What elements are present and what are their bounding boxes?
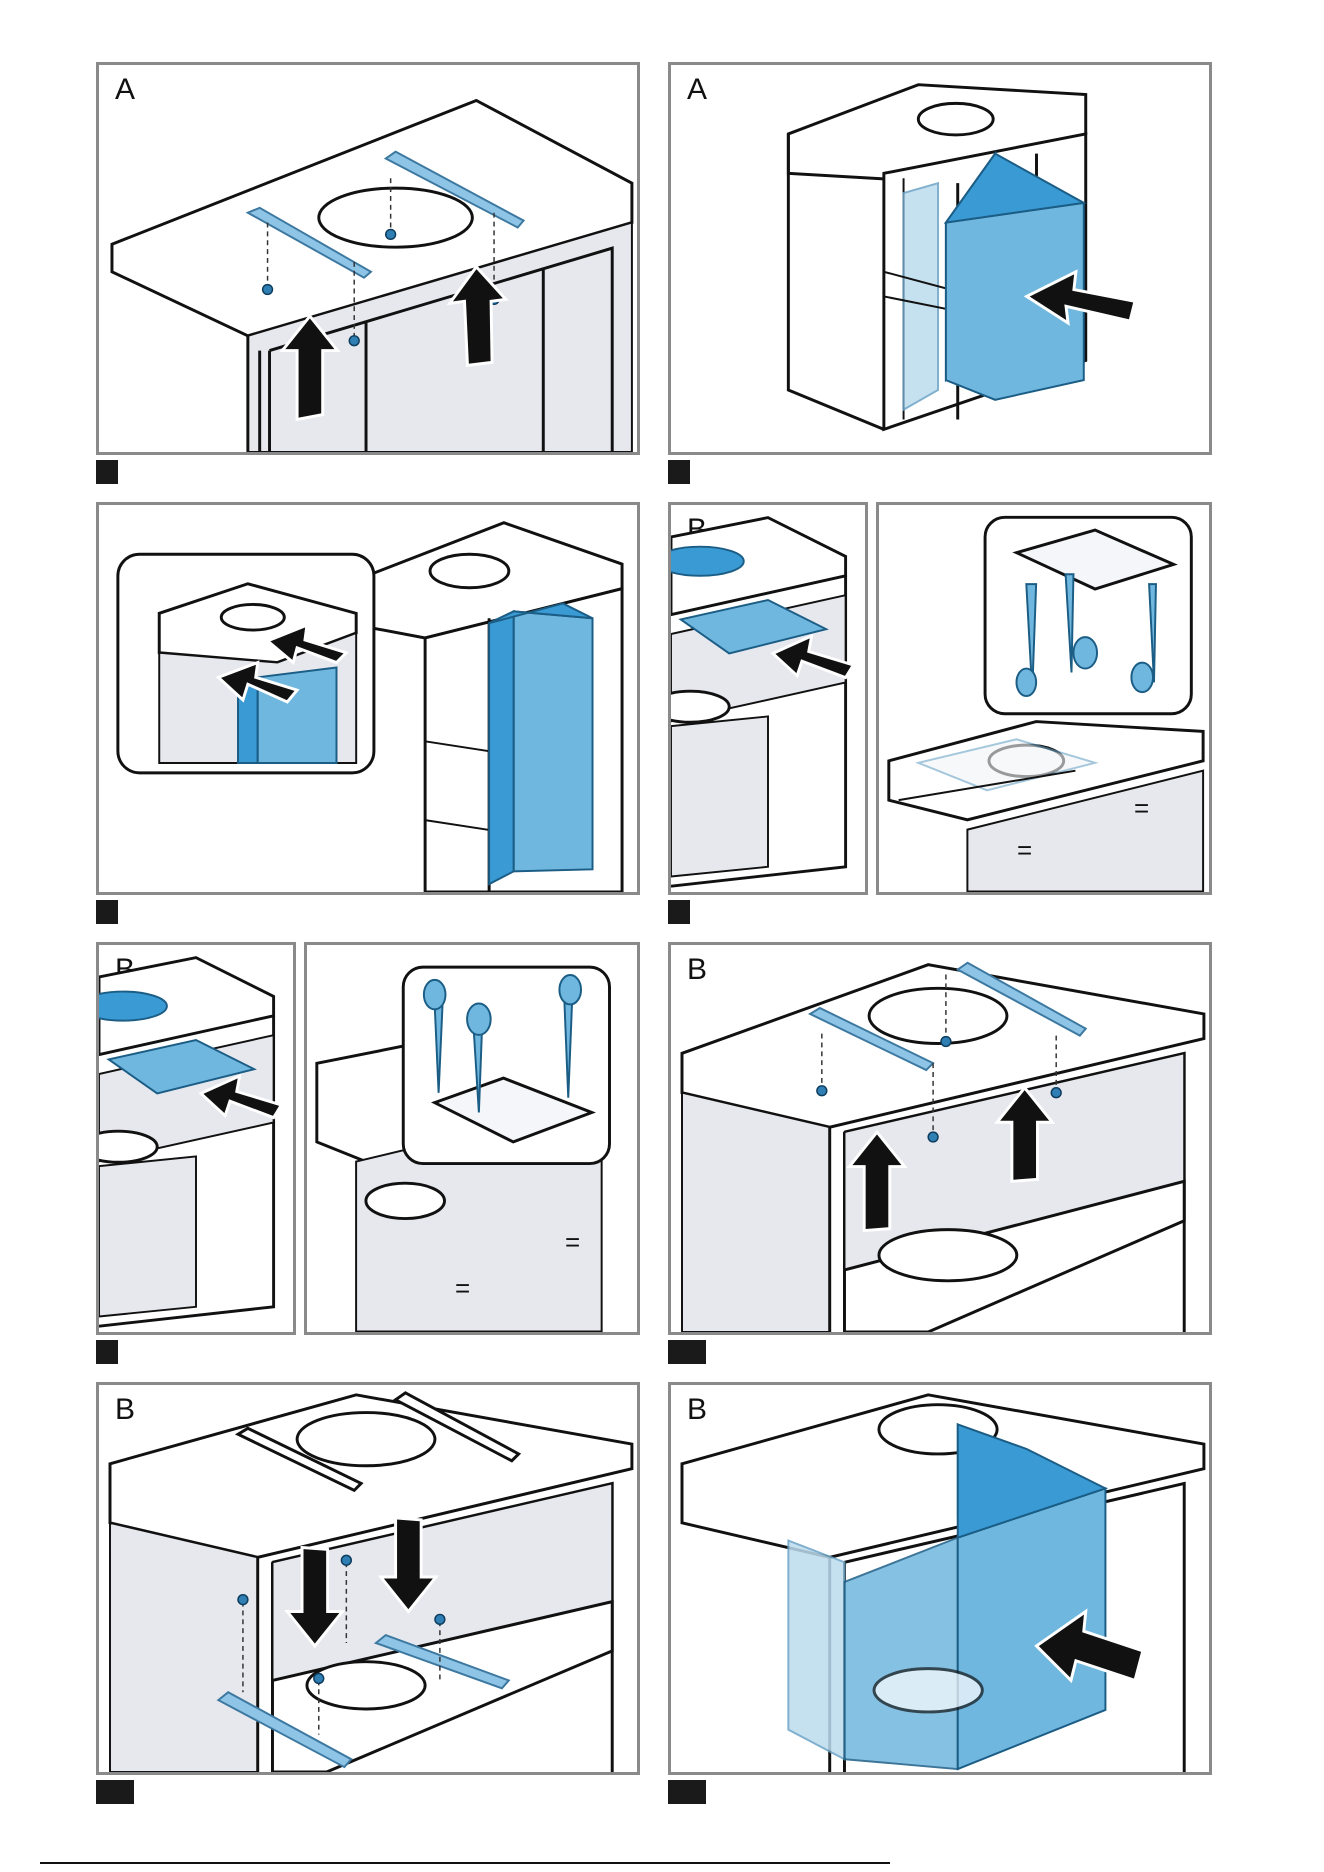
step-number-marker — [96, 1340, 118, 1364]
template-marking-drawing — [879, 505, 1209, 892]
step-number-marker — [96, 460, 118, 484]
step-number-marker — [668, 1780, 706, 1804]
screw-icon — [341, 1555, 351, 1565]
screw-icon — [928, 1132, 938, 1142]
illustration-panel-1: A — [96, 62, 640, 455]
screw-icon — [941, 1037, 951, 1047]
cabinet-bottom-rails-drawing — [671, 945, 1209, 1332]
duct-panel — [514, 611, 593, 871]
step-number-marker — [668, 900, 690, 924]
illustration-panel-7: B — [96, 1382, 640, 1775]
screw-icon — [435, 1614, 445, 1624]
equal-mark: = — [565, 1227, 580, 1258]
illustration-panel-4b: = = — [876, 502, 1212, 895]
illustration-panel-2: A — [668, 62, 1212, 455]
template-marking-drawing — [307, 945, 637, 1332]
cabinet-top-rails-drawing — [99, 65, 637, 452]
illustration-panel-5b: = = — [304, 942, 640, 1335]
equal-mark: = — [1017, 835, 1032, 866]
screw-icon — [817, 1086, 827, 1096]
duct-panel — [844, 1538, 957, 1769]
page-divider — [40, 1862, 890, 1864]
screw-icon — [238, 1595, 248, 1605]
step-number-marker — [668, 1340, 706, 1364]
equal-mark: = — [1134, 793, 1149, 824]
cabinet-duct-detail-drawing — [99, 505, 637, 892]
template-slide-drawing — [99, 945, 293, 1332]
screw-icon — [314, 1674, 324, 1684]
template-slide-drawing — [671, 505, 865, 892]
screw-icon — [349, 336, 359, 346]
cabinet-duct-insert-drawing — [671, 65, 1209, 452]
screw-icon — [386, 229, 396, 239]
illustration-panel-3 — [96, 502, 640, 895]
illustration-panel-8: B — [668, 1382, 1212, 1775]
illustration-panel-4a: B — [668, 502, 868, 895]
cabinet-floor-rails-drawing — [99, 1385, 637, 1772]
illustration-panel-6: B — [668, 942, 1212, 1335]
screw-icon — [263, 285, 273, 295]
screw-icon — [1051, 1088, 1061, 1098]
step-number-marker — [668, 460, 690, 484]
step-number-marker — [96, 900, 118, 924]
cabinet-duct-final-drawing — [671, 1385, 1209, 1772]
equal-mark: = — [455, 1273, 470, 1304]
illustration-panel-5a: B — [96, 942, 296, 1335]
step-number-marker — [96, 1780, 134, 1804]
